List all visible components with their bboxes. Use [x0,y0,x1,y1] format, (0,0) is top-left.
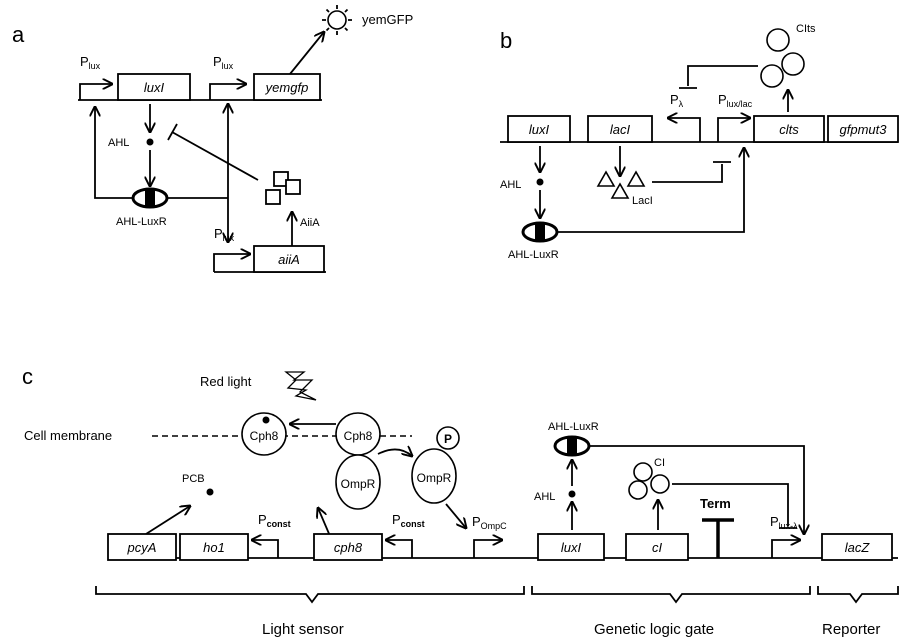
ahl-luxr-complex-icon-b [523,223,557,241]
pcb-label: PCB [182,473,205,485]
ahl-label-c: AHL [534,491,555,503]
aiiA-protein-icon [266,172,300,204]
lightning-icon [286,372,316,400]
promoter-arrow-a3 [214,254,250,272]
section-logic-gate: Genetic logic gate [594,621,714,638]
panel-b-label: b [500,28,512,53]
promoter-arrow-pluxlac [718,118,750,142]
gene-aiiA: aiiA [278,252,300,267]
promoter-label-pconst1: Pconst [258,512,291,529]
arrow-complex-pluxlac [558,148,744,232]
ompr-label-phospho: OmpR [417,471,452,485]
ahl-luxr-complex-icon-c [555,437,589,455]
gene-ho1: ho1 [203,540,225,555]
arrow-yemgfp-expression [290,32,324,74]
arrow-complex-plux1 [95,107,132,198]
arrow-cph8-expression [318,508,330,536]
brace-logic-gate [532,586,810,602]
cph8-label-left: Cph8 [250,429,279,443]
gene-clts: clts [779,122,799,137]
pcb-dot [207,489,214,496]
promoter-arrow-plambda [668,118,700,142]
gene-lacZ: lacZ [845,540,871,555]
promoter-arrow-a2 [210,84,246,100]
promoter-arrow-pconst2 [386,540,412,558]
arrow-ompr-pompc [446,504,466,528]
promoter-label-a1: Plux [80,54,101,71]
cell-membrane-label: Cell membrane [24,428,112,443]
ahl-dot-a [147,139,154,146]
gene-yemgfp: yemgfp [265,80,309,95]
gene-cph8: cph8 [334,540,363,555]
promoter-arrow-a1 [80,84,112,100]
promoter-label-pompc: POmpC [472,514,507,531]
ci-label: CI [654,457,665,469]
panel-a: a Plux Plux luxI yemgfp yemGFP AHL [12,5,413,272]
panel-b: b luxI lacI clts gfpmut3 Pλ Plux/lac CIt… [500,23,898,261]
inhibit-line-laci [652,164,722,182]
inhibit-line-clts [688,66,758,86]
panel-c-label: c [22,364,33,389]
terminator-label: Term [700,496,731,511]
red-light-label: Red light [200,374,252,389]
promoter-arrow-pompc [474,540,502,558]
phosphate-label: P [444,432,452,446]
brace-reporter [818,586,898,602]
promoter-label-pconst2: Pconst [392,512,425,529]
clts-label: CIts [796,23,816,35]
complex-label-a: AHL-LuxR [116,216,167,228]
yemgfp-star-icon [322,5,352,35]
ompr-label-bound: OmpR [341,477,376,491]
promoter-label-plambda: Pλ [670,92,684,109]
promoter-label-a3: Plux [214,226,235,243]
complex-label-b: AHL-LuxR [508,249,559,261]
gene-luxI-c: luxI [561,540,582,555]
ahl-dot-c [569,491,576,498]
arrow-pcya-pcb [146,506,190,534]
complex-label-c: AHL-LuxR [548,421,599,433]
panel-a-label: a [12,22,25,47]
ahl-luxr-complex-icon-a [133,189,167,207]
gene-luxI-a: luxI [144,80,165,95]
ahl-label-b: AHL [500,179,521,191]
gene-gfpmut3: gfpmut3 [840,122,888,137]
promoter-arrow-pconst1 [252,540,278,558]
aiiA-label: AiiA [300,217,320,229]
clts-protein-icon [761,29,804,87]
gene-pcyA: pcyA [127,540,157,555]
chromophore-dot [263,417,270,424]
gene-lacI: lacI [610,122,631,137]
ahl-dot-b [537,179,544,186]
ahl-label-a: AHL [108,137,129,149]
panel-c: c Red light Cell membrane Cph8 Cph8 OmpR… [22,364,898,638]
section-reporter: Reporter [822,621,880,638]
promoter-label-pluxlac: Plux/lac [718,92,753,109]
gene-cI: cI [652,540,663,555]
arrow-phosphorylation [378,449,412,456]
promoter-label-a2: Plux [213,54,234,71]
laci-label: LacI [632,195,653,207]
brace-light-sensor [96,586,524,602]
cph8-label-right: Cph8 [344,429,373,443]
section-light-sensor: Light sensor [262,621,344,638]
inhibit-bar-aiiA [168,124,177,140]
inhibit-line-aiiA [172,132,258,180]
promoter-arrow-pluxlambda [772,540,800,558]
protein-yemGFP: yemGFP [362,12,413,27]
gene-luxI-b: luxI [529,122,550,137]
